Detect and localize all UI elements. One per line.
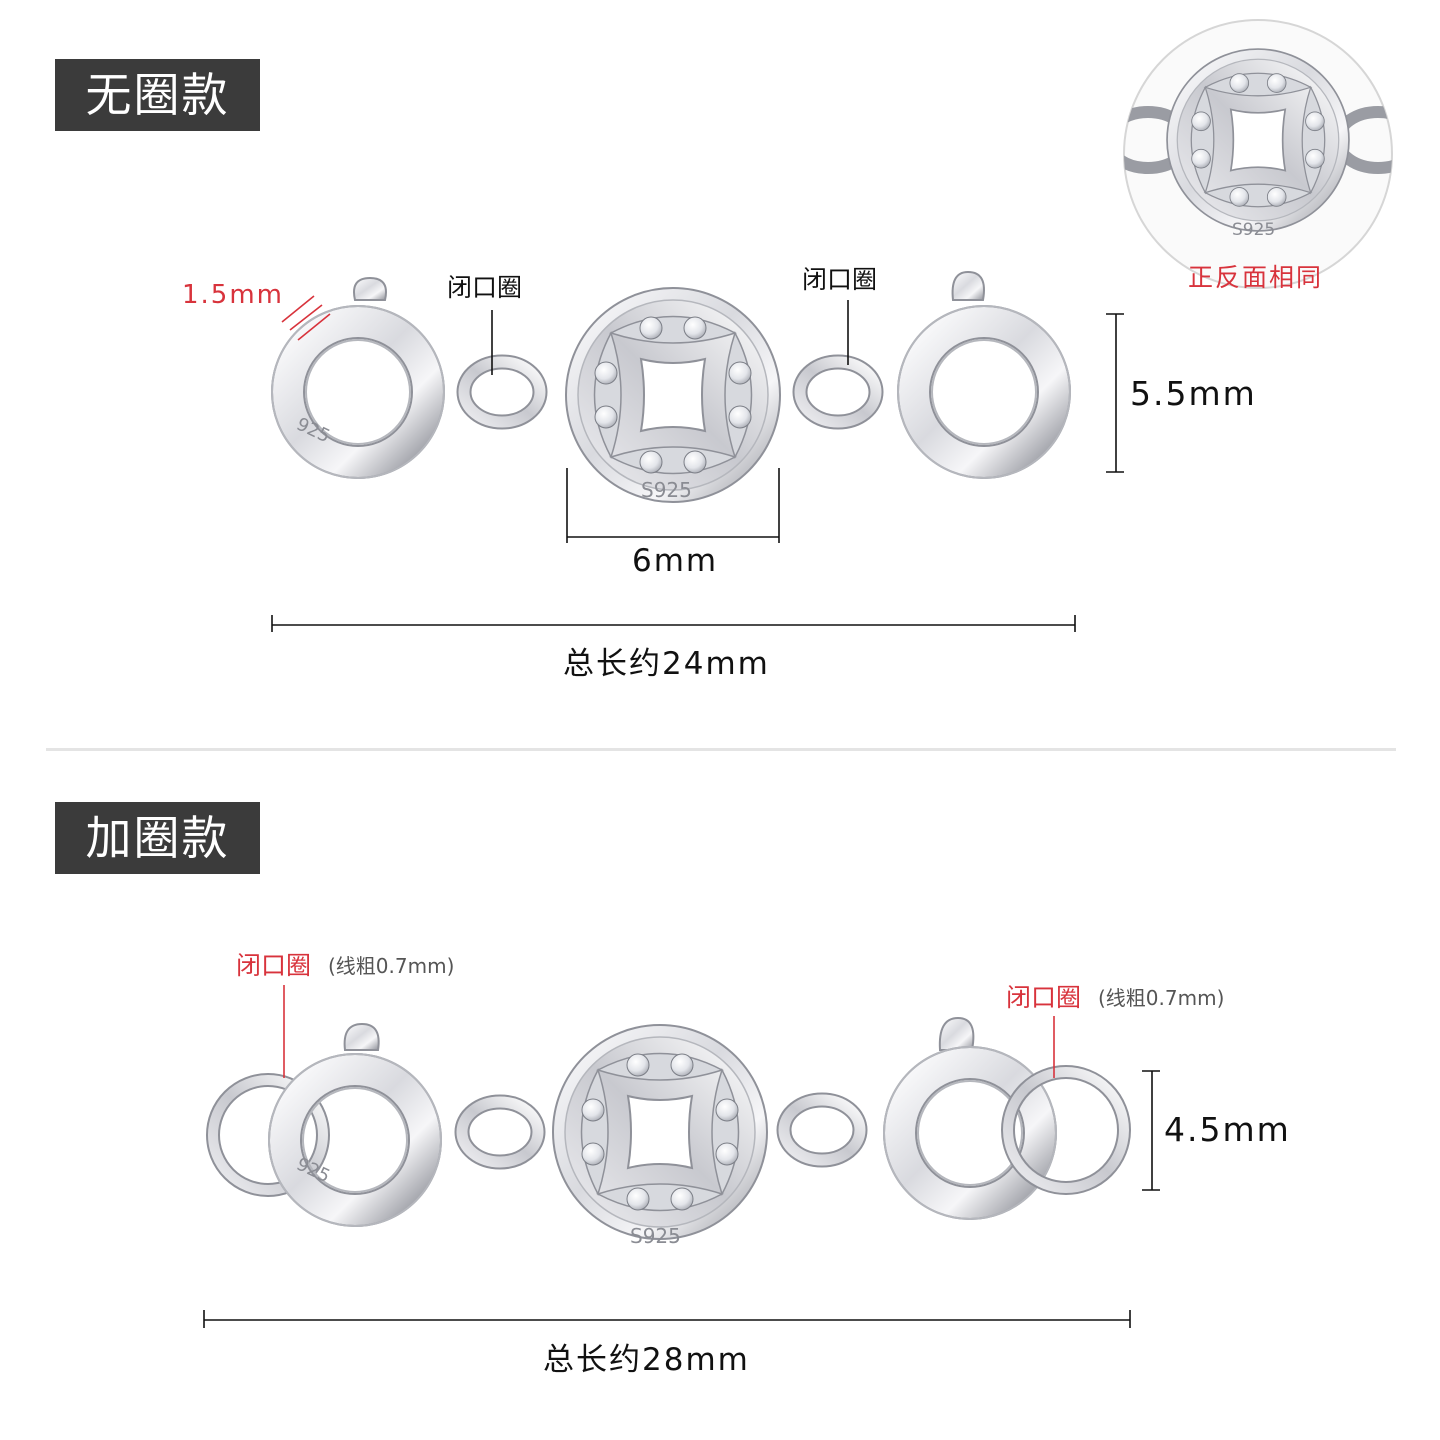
height-label-bottom: 4.5mm	[1164, 1110, 1291, 1149]
coin-engraving-inset: S925	[1232, 220, 1276, 240]
section-tag-with-ring: 加圈款	[55, 802, 260, 874]
coin-engraving-bottom: S925	[630, 1224, 681, 1248]
section-tag-no-ring: 无圈款	[55, 59, 260, 131]
closed-ring-label-left: 闭口圈	[447, 273, 523, 302]
coin-engraving-top: S925	[641, 478, 692, 502]
section-divider	[46, 748, 1396, 751]
bottom-bracelet-extender	[206, 1016, 1131, 1239]
closed-ring-label-right-bottom: 闭口圈	[1006, 983, 1082, 1012]
bottom-dimension-lines	[203, 985, 1160, 1328]
height-label-top: 5.5mm	[1130, 374, 1257, 413]
closed-ring-label-left-bottom: 闭口圈	[236, 951, 312, 980]
total-length-bottom: 总长约28mm	[543, 1342, 750, 1378]
wire-thickness-label: 1.5mm	[182, 280, 285, 310]
wire-note-left: (线粗0.7mm)	[328, 954, 455, 978]
total-length-top: 总长约24mm	[563, 646, 770, 682]
wire-note-right: (线粗0.7mm)	[1098, 986, 1225, 1010]
width-label: 6mm	[632, 543, 719, 579]
top-dimension-lines	[271, 295, 1124, 632]
detail-inset: S925 正反面相同	[1118, 0, 1398, 308]
top-bracelet-extender	[272, 270, 1070, 503]
closed-ring-label-right: 闭口圈	[802, 265, 878, 294]
inset-caption: 正反面相同	[1188, 263, 1324, 292]
